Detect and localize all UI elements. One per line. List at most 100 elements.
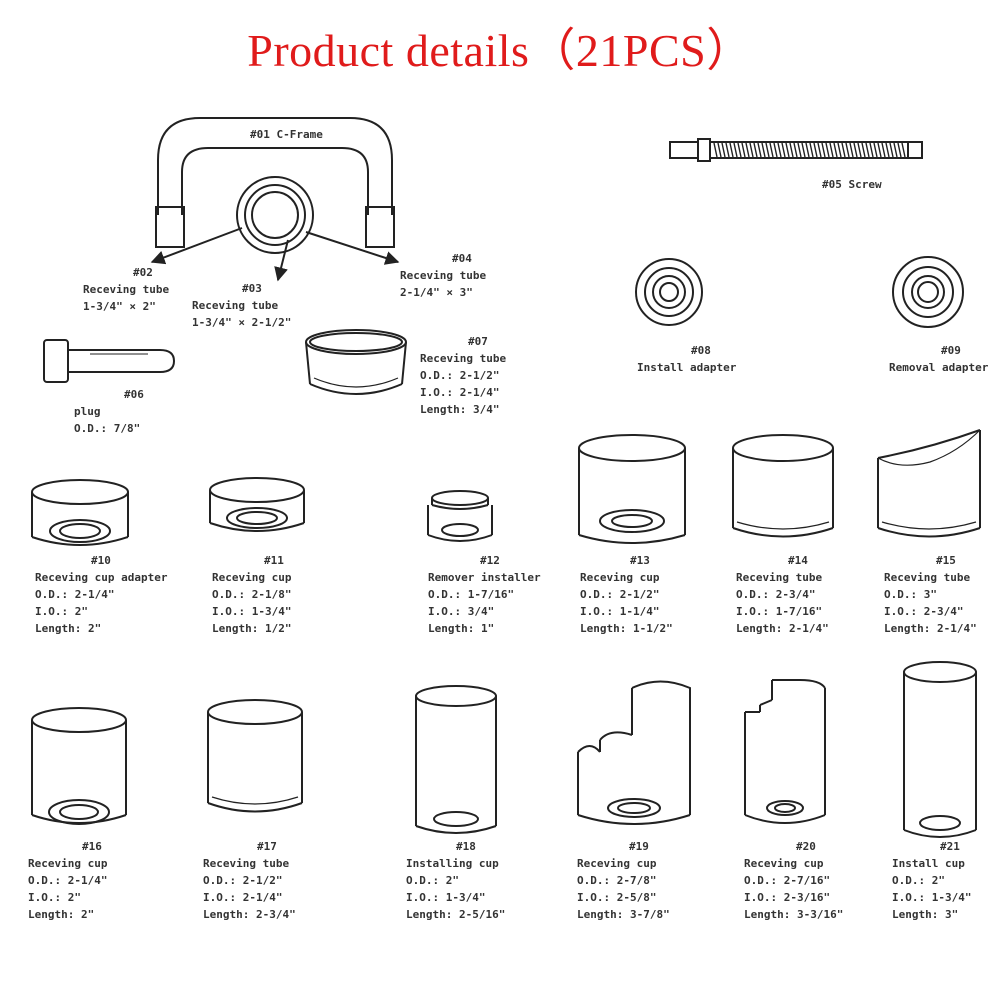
part-name: Receving tube [420,352,507,365]
part-label-03: #03 Receving tube 1-3/4" × 2-1/2" [192,280,291,331]
part-label-10: #10 Receving cup adapter O.D.: 2-1/4" I.… [35,552,167,637]
part-label-02: #02 Receving tube 1-3/4" × 2" [83,264,169,315]
part-number: #15 [936,554,956,567]
part-number: #13 [630,554,650,567]
part-label-20: #20 Receving cup O.D.: 2-7/16" I.O.: 2-3… [744,838,843,923]
part-spec: O.D.: 2-3/4" [736,588,816,601]
tube-15-drawing [877,429,981,538]
part-number: #10 [91,554,111,567]
part-label-15: #15 Receving tube O.D.: 3" I.O.: 2-3/4" … [884,552,977,637]
part-number: #06 [124,388,144,401]
installing-cup-18-drawing [415,685,497,834]
part-number: #11 [264,554,284,567]
part-label-05: #05 Screw [822,176,882,193]
part-spec: I.O.: 1-1/4" [580,605,660,618]
part-number: #14 [788,554,808,567]
install-adapter-drawing [635,258,703,326]
part-spec: Length: 2" [28,908,95,921]
part-spec: O.D.: 2-1/2" [420,369,500,382]
part-name: Install adapter [637,361,737,374]
c-frame-drawing [155,117,395,248]
install-cup-21-drawing [903,661,977,838]
part-label-17: #17 Receving tube O.D.: 2-1/2" I.O.: 2-1… [203,838,296,923]
part-name: Receving tube [736,571,823,584]
part-spec: I.O.: 1-3/4" [406,891,486,904]
part-spec: O.D.: 3" [884,588,937,601]
part-spec: Length: 2-3/4" [203,908,296,921]
part-number: #03 [242,282,262,295]
part-number: #17 [257,840,277,853]
part-spec: I.O.: 2" [35,605,88,618]
part-spec: I.O.: 1-3/4" [212,605,292,618]
tube-03-drawing [236,176,314,254]
part-spec: I.O.: 1-3/4" [892,891,972,904]
part-label-19: #19 Receving cup O.D.: 2-7/8" I.O.: 2-5/… [577,838,670,923]
part-number: #01 [250,128,270,141]
part-spec: O.D.: 2-1/2" [203,874,283,887]
part-spec: Length: 2" [35,622,102,635]
part-name: Receving cup [577,857,657,870]
part-name: Receving cup adapter [35,571,168,584]
part-label-01: #01 C-Frame [250,126,323,143]
part-spec: O.D.: 2-7/8" [577,874,657,887]
part-spec: Length: 3/4" [420,403,500,416]
part-number: #02 [133,266,153,279]
arrow-04 [305,231,400,265]
part-spec: Length: 2-1/4" [884,622,977,635]
cup-20-drawing [744,679,826,824]
part-name: Screw [848,178,882,191]
part-name: Receving tube [83,283,170,296]
arrow-03 [274,239,289,282]
cup-16-drawing [31,707,127,825]
screw-drawing [669,138,923,162]
part-number: #16 [82,840,102,853]
part-spec: I.O.: 2" [28,891,81,904]
cup-11-drawing [209,477,305,532]
part-spec: O.D.: 2-1/4" [35,588,115,601]
part-label-06: #06 plug O.D.: 7/8" [74,386,144,437]
part-name: Receving tube [884,571,971,584]
part-number: #20 [796,840,816,853]
part-number: #05 [822,178,842,191]
part-label-07: #07 Receving tube O.D.: 2-1/2" I.O.: 2-1… [420,333,506,418]
part-spec: 1-3/4" × 2-1/2" [192,316,292,329]
part-label-18: #18 Installing cup O.D.: 2" I.O.: 1-3/4"… [406,838,505,923]
part-spec: I.O.: 2-5/8" [577,891,657,904]
part-name: Removal adapter [889,361,989,374]
part-spec: O.D.: 2-1/4" [28,874,108,887]
part-label-11: #11 Receving cup O.D.: 2-1/8" I.O.: 1-3/… [212,552,291,637]
tube-14-drawing [732,434,834,538]
part-name: Receving tube [400,269,487,282]
part-spec: Length: 1" [428,622,495,635]
part-spec: O.D.: 2" [406,874,459,887]
part-name: Receving cup [580,571,660,584]
part-spec: Length: 3" [892,908,959,921]
arrow-02 [150,227,243,265]
part-spec: I.O.: 3/4" [428,605,495,618]
part-spec: Length: 2-5/16" [406,908,506,921]
part-spec: O.D.: 2-1/8" [212,588,292,601]
cup-10-drawing [31,479,129,546]
part-name: Receving tube [203,857,290,870]
part-name: Receving cup [28,857,108,870]
part-spec: I.O.: 2-1/4" [203,891,283,904]
part-spec: O.D.: 2-1/2" [580,588,660,601]
part-name: C-Frame [276,128,323,141]
part-number: #08 [691,344,711,357]
part-spec: Length: 1-1/2" [580,622,673,635]
part-number: #18 [456,840,476,853]
part-name: Receving cup [744,857,824,870]
part-spec: O.D.: 2" [892,874,945,887]
part-label-14: #14 Receving tube O.D.: 2-3/4" I.O.: 1-7… [736,552,829,637]
part-label-13: #13 Receving cup O.D.: 2-1/2" I.O.: 1-1/… [580,552,673,637]
part-spec: 1-3/4" × 2" [83,300,156,313]
remover-installer-drawing [427,490,493,542]
part-number: #12 [480,554,500,567]
part-spec: O.D.: 7/8" [74,422,141,435]
part-spec: Length: 1/2" [212,622,292,635]
part-spec: 2-1/4" × 3" [400,286,473,299]
part-name: Install cup [892,857,965,870]
part-label-16: #16 Receving cup O.D.: 2-1/4" I.O.: 2" L… [28,838,107,923]
part-number: #21 [940,840,960,853]
